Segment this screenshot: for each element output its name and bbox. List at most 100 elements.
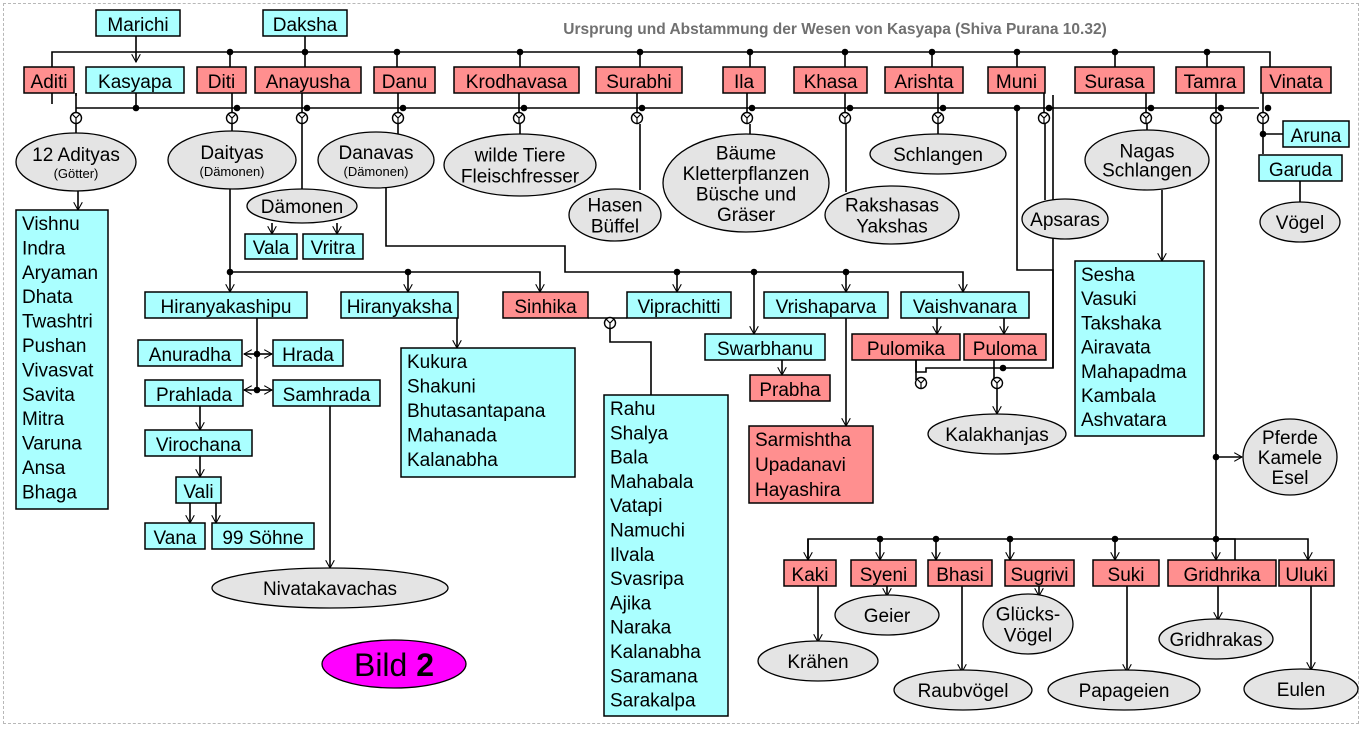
vala-node[interactable]: Vala [244, 233, 298, 260]
anuradha-node[interactable]: Anuradha [137, 339, 243, 367]
vaishvanara-node[interactable]: Vaishvanara [900, 291, 1030, 319]
virochana-node[interactable]: Virochana [144, 429, 253, 457]
prahlada-node[interactable]: Prahlada [144, 379, 244, 407]
geier-group[interactable]: Geier [834, 594, 940, 636]
tamra-daughter-sugrivi[interactable]: Sugrivi [1004, 559, 1075, 587]
tamra-daughter-gridhrika[interactable]: Gridhrika [1167, 559, 1277, 587]
figure-badge: Bild 2 [321, 639, 467, 689]
nagas-group-shape [1084, 129, 1210, 191]
tamra-daughter-suki[interactable]: Suki [1092, 559, 1160, 587]
wife-danu[interactable]: Danu [373, 66, 436, 94]
eulen-group[interactable]: Eulen [1243, 668, 1359, 710]
connector [1216, 538, 1308, 560]
puloma-node[interactable]: Puloma [963, 333, 1047, 361]
adityas-list[interactable]: VishnuIndraAryamanDhataTwashtriPushanViv… [15, 209, 109, 510]
tamra-daughter-bhasi[interactable]: Bhasi [927, 559, 993, 587]
vali-node-box [175, 476, 222, 504]
geier-group-shape [834, 594, 940, 636]
baeume-group-shape [662, 133, 830, 233]
viprachitti-node-label: Viprachitti [637, 297, 720, 318]
hiranyakashipu-node-label: Hiranyakashipu [161, 297, 292, 318]
aruna-node[interactable]: Aruna [1282, 120, 1350, 148]
kalakhanjas-group[interactable]: Kalakhanjas [927, 413, 1067, 455]
garuda-node[interactable]: Garuda [1258, 154, 1343, 182]
tamra-daughter-kaki[interactable]: Kaki [783, 559, 837, 587]
vrishaparva-node[interactable]: Vrishaparva [763, 291, 889, 319]
wife-krodhavasa[interactable]: Krodhavasa [453, 66, 580, 94]
nivatakavachas-group[interactable]: Nivatakavachas [211, 567, 449, 609]
wife-ila[interactable]: Ila [722, 66, 766, 94]
kasyapa-node[interactable]: Kasyapa [85, 66, 185, 94]
danavas-group[interactable]: Danavas(Dämonen) [317, 131, 435, 189]
vana-node[interactable]: Vana [144, 522, 206, 550]
vritra-node[interactable]: Vritra [302, 233, 364, 260]
voegel-group[interactable]: Vögel [1259, 201, 1341, 243]
vrishaparva-daughters-list-box [748, 425, 874, 504]
papageien-group[interactable]: Papageien [1047, 669, 1201, 711]
wife-muni[interactable]: Muni [987, 66, 1046, 94]
daemonen-group[interactable]: Dämonen [246, 188, 358, 224]
hrada-node[interactable]: Hrada [272, 339, 344, 367]
adityas-list-item: Dhata [22, 287, 73, 308]
wife-khasa-label: Khasa [804, 72, 858, 93]
vali-node[interactable]: Vali [175, 476, 222, 504]
wife-arishta[interactable]: Arishta [884, 66, 964, 94]
gridhrakas-group[interactable]: Gridhrakas [1158, 618, 1274, 660]
wife-vinata[interactable]: Vinata [1260, 66, 1332, 94]
swarbhanu-node[interactable]: Swarbhanu [704, 333, 826, 361]
kraehen-group[interactable]: Krähen [757, 640, 879, 682]
wife-surabhi[interactable]: Surabhi [595, 66, 683, 94]
junction-dot [748, 104, 756, 112]
wife-tamra[interactable]: Tamra [1175, 66, 1245, 94]
baeume-group-label: Gräser [717, 205, 776, 226]
sinhika-node[interactable]: Sinhika [502, 291, 589, 319]
tamra-daughter-syeni[interactable]: Syeni [850, 559, 917, 587]
tamra-daughter-uluki[interactable]: Uluki [1278, 559, 1335, 587]
wife-aditi[interactable]: Aditi [23, 66, 75, 94]
hiranyaksha-sons-list[interactable]: KukuraShakuniBhutasantapanaMahanadaKalan… [400, 347, 576, 478]
sinhika-node-label: Sinhika [514, 297, 577, 318]
daityas-group[interactable]: Daityas(Dämonen) [167, 130, 297, 190]
pferde-group-shape [1242, 418, 1338, 496]
tamra-daughter-sugrivi-box [1004, 559, 1075, 587]
sinhika-sons-list-box [603, 394, 729, 717]
sinhika-sons-list[interactable]: RahuShalyaBalaMahabalaVatapiNamuchiIlval… [603, 394, 729, 717]
adityas-group[interactable]: 12 Adityas(Götter) [15, 132, 137, 192]
wife-anayusha[interactable]: Anayusha [254, 66, 362, 94]
sons99-node[interactable]: 99 Söhne [211, 522, 315, 550]
samhrada-node-box [272, 379, 381, 407]
pulomika-node[interactable]: Pulomika [851, 333, 961, 361]
wife-surasa[interactable]: Surasa [1074, 66, 1155, 94]
schlangen-group[interactable]: Schlangen [869, 133, 1007, 175]
wife-vinata-label: Vinata [1269, 72, 1323, 93]
prabha-node[interactable]: Prabha [749, 374, 831, 402]
apsaras-group-label: Apsaras [1030, 210, 1100, 231]
tamra-daughter-bhasi-box [927, 559, 993, 587]
nagas-list-item: Airavata [1081, 338, 1151, 359]
vali-node-label: Vali [183, 482, 213, 503]
marichi-node[interactable]: Marichi [95, 9, 181, 37]
gluecksvoegel-group[interactable]: Glücks-Vögel [982, 593, 1074, 655]
marriage-symbol-icon [740, 111, 754, 125]
eulen-group-shape [1243, 668, 1359, 710]
daksha-node[interactable]: Daksha [262, 9, 348, 37]
raubvoegel-group[interactable]: Raubvögel [893, 669, 1033, 711]
apsaras-group[interactable]: Apsaras [1021, 198, 1109, 240]
wife-diti[interactable]: Diti [196, 66, 247, 94]
wife-khasa[interactable]: Khasa [793, 66, 868, 94]
nagas-list[interactable]: SeshaVasukiTakshakaAiravataMahapadmaKamb… [1074, 260, 1205, 437]
vana-node-box [144, 522, 206, 550]
samhrada-node[interactable]: Samhrada [272, 379, 381, 407]
wife-anayusha-label: Anayusha [266, 72, 351, 93]
hiranyaksha-sons-list-item: Mahanada [407, 426, 497, 447]
viprachitti-node[interactable]: Viprachitti [626, 291, 732, 319]
hiranyaksha-node[interactable]: Hiranyaksha [340, 291, 459, 319]
hiranyakashipu-node[interactable]: Hiranyakashipu [144, 291, 308, 319]
